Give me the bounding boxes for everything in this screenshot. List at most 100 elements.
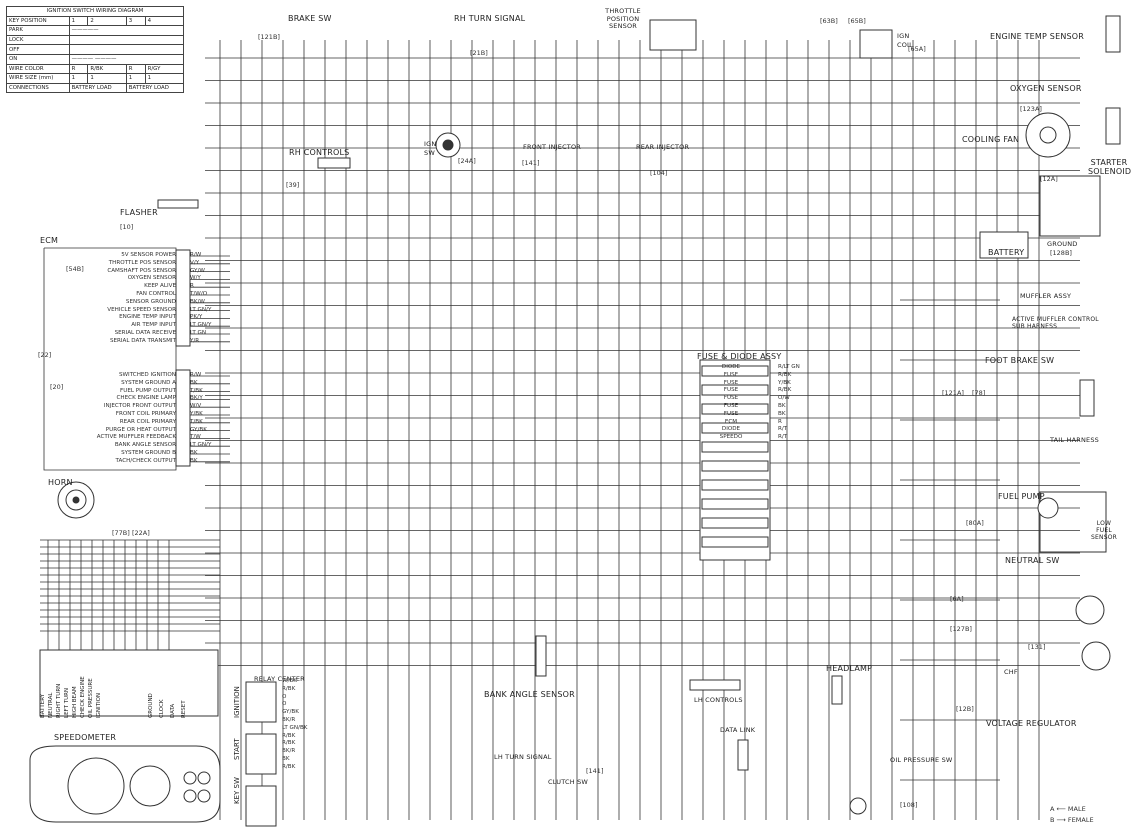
relay-key-sw-label: KEY SW — [233, 777, 241, 804]
ecm-function-label: KEEP ALIVE — [144, 283, 176, 290]
oil-pressure-title: OIL PRESSURE SW — [890, 756, 953, 764]
ecm-wire-color: LT GN/Y — [190, 322, 212, 329]
speedo-terminal-label: OIL PRESSURE — [88, 678, 94, 718]
fuse-diode-item: FUSE — [723, 371, 739, 378]
ecm-function-label: ACTIVE MUFFLER FEEDBACK — [96, 434, 176, 441]
voltage-reg-disc — [1081, 641, 1111, 671]
engine-temp-title: ENGINE TEMP SENSOR — [990, 32, 1085, 41]
ecm-wire-color: R/W — [190, 372, 202, 378]
oxygen-sensor-title: OXYGEN SENSOR — [1010, 84, 1082, 93]
relay-center-title: RELAY CENTER — [254, 675, 305, 683]
fuse-wire-color: R/T — [778, 434, 788, 441]
ecm-wire-color: BK/W — [190, 298, 205, 305]
fuse-wire-color: R/LT GN — [778, 364, 800, 370]
ecm-wire-color: T/BK — [190, 387, 203, 394]
connector-ref-label: [21B] — [470, 49, 488, 57]
connector-ref-label: [80A] — [966, 519, 984, 527]
fuse-wire-color: O/W — [778, 395, 790, 402]
oxygen-sensor-body — [1105, 107, 1121, 145]
ign-row-connections: CONNECTIONS — [6, 82, 70, 94]
fuse-wire-color: R — [778, 418, 782, 425]
fuse-wire-color: BK — [778, 402, 786, 409]
speedometer-title: SPEEDOMETER — [54, 733, 117, 742]
connector-ref-label: [131] — [1028, 643, 1046, 651]
cooling-fan-hub — [1039, 126, 1057, 144]
battery-body — [979, 231, 1029, 259]
oil-pressure-body — [849, 797, 867, 815]
fuse-element — [701, 422, 769, 434]
fuse-diode-item: FUSE — [723, 402, 739, 409]
rh-controls-connector — [317, 157, 351, 169]
flasher-title: FLASHER — [120, 208, 158, 217]
connector-ref-label: [123A] — [1020, 105, 1042, 113]
ign-row-on: ON — [6, 53, 70, 65]
relay-wire-color: O — [282, 701, 287, 708]
voltage-reg-title: VOLTAGE REGULATOR — [986, 719, 1077, 728]
connector-ref-label: [121B] — [258, 33, 280, 41]
ecm-wire-color: LT GN/Y — [190, 442, 212, 449]
ecm-title: ECM — [40, 236, 59, 245]
ecm-function-label: REAR COIL PRIMARY — [119, 418, 176, 425]
cooling-fan-title: COOLING FAN — [962, 135, 1020, 144]
ecm-wire-color: T/W/O — [190, 290, 208, 297]
connector-ref-label: [108] — [900, 801, 918, 809]
wire-path — [43, 247, 177, 471]
fuse-element — [701, 441, 769, 453]
neutral-sw-title: NEUTRAL SW — [1005, 556, 1060, 565]
ecm-wire-color: V/Y — [190, 259, 200, 266]
indicator-light — [183, 789, 197, 803]
ecm-function-label: TACH/CHECK OUTPUT — [115, 457, 176, 464]
fuse-diode-item: SPEEDO — [719, 434, 743, 441]
speedo-terminal-label: BATTERY — [40, 693, 46, 718]
relay-wire-color: BK/R — [282, 748, 296, 755]
ecm-function-label: ENGINE TEMP INPUT — [119, 314, 176, 321]
ecm-function-label: FAN CONTROL — [136, 290, 176, 297]
fuse-element — [701, 460, 769, 472]
connector-ref-label: [77B] — [112, 529, 130, 537]
speedo-terminal-label: RIGHT TURN — [56, 683, 62, 718]
relay-wire-color: R/BK — [282, 685, 296, 692]
ecm-function-label: CHECK ENGINE LAMP — [116, 395, 176, 402]
fuel-pump-motor — [1037, 497, 1059, 519]
connector-ref-label: [10] — [120, 223, 134, 231]
connector-ref-label: [39] — [286, 181, 300, 189]
relay-wire-color: BK — [282, 755, 290, 762]
fuel-pump-title: FUEL PUMP — [998, 492, 1045, 501]
headlamp-title: HEADLAMP — [826, 664, 873, 673]
ign-sw-title: IGN SW — [424, 140, 437, 157]
tail-harness-title: TAIL HARNESS — [1050, 436, 1099, 444]
speedo-terminal-label: NEUTRAL — [48, 692, 54, 718]
connector-ref-label: [127B] — [950, 625, 972, 633]
connector-ref-label: [141] — [522, 159, 540, 167]
relay-wire-color: LT GN/BK — [282, 724, 308, 731]
connector-ref-label: [12B] — [956, 705, 974, 713]
fuse-element — [701, 384, 769, 396]
data-link-connector — [737, 739, 749, 771]
connector-ref-label: [65A] — [908, 45, 926, 53]
fuse-element — [701, 365, 769, 377]
connector-ref-label: [121A] — [942, 389, 964, 397]
connector-ref-label: [78] — [972, 389, 986, 397]
ecm-connector-upper — [175, 249, 191, 347]
relay-wire-color: W/BK — [282, 678, 297, 684]
fuse-element — [701, 403, 769, 415]
clutch-sw-title: CLUTCH SW — [548, 778, 589, 786]
connector-ref-label: [128B] — [1050, 249, 1072, 257]
ign-row-wire-size: WIRE SIZE (mm) — [6, 73, 70, 84]
fuel-pump-outline — [1039, 491, 1107, 553]
brake-sw-title: BRAKE SW — [288, 14, 332, 23]
flasher-connector — [157, 199, 199, 209]
tachometer-dial — [129, 765, 171, 807]
starter-solenoid-title: STARTER SOLENOID — [1088, 158, 1132, 176]
ignition-switch-table: IGNITION SWITCH WIRING DIAGRAM KEY POSIT… — [6, 6, 185, 94]
ecm-wire-color: BK/Y — [190, 395, 203, 402]
speedo-terminal-label: GROUND — [148, 693, 154, 718]
ecm-wire-color: W/V — [190, 403, 202, 410]
relay-wire-color: GY/BK — [282, 709, 299, 716]
